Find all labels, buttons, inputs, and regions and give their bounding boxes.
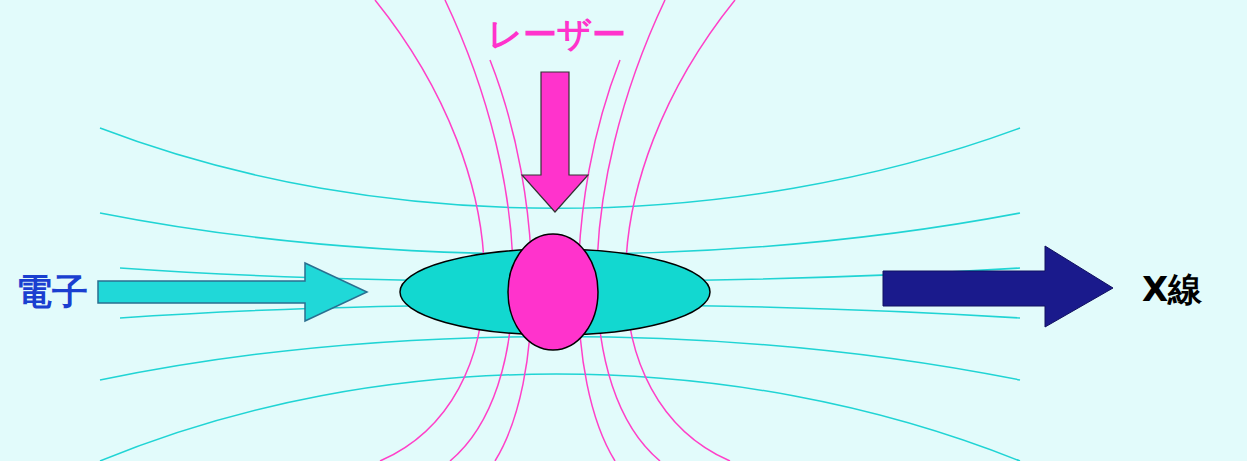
laser-field-lines [375, 0, 735, 461]
electron-label: 電子 [16, 272, 88, 312]
xray-arrow [883, 246, 1113, 327]
laser-pulse [508, 234, 598, 350]
xray-label: X線 [1142, 271, 1202, 308]
electron-arrow [98, 263, 367, 321]
laser-arrow [522, 72, 588, 212]
laser-label: レーザー [488, 16, 626, 53]
